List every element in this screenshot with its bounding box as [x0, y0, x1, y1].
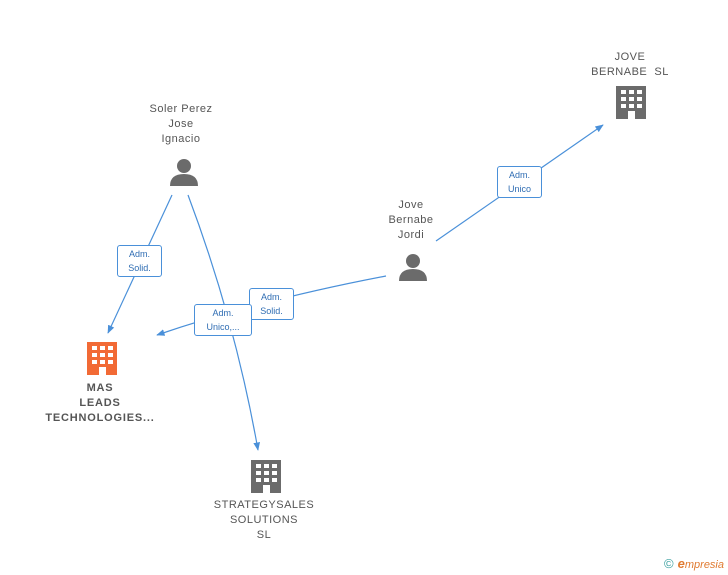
node-name-line: BERNABE SL: [591, 66, 669, 78]
building-icon: [616, 86, 646, 119]
building-icon: [251, 460, 281, 493]
edge-label-line: Adm.: [260, 292, 282, 302]
person-icon: [170, 159, 198, 186]
node-name-line: LEADS: [79, 397, 121, 409]
building-icon-main: [87, 342, 117, 375]
brand-footer: © empresia: [664, 556, 724, 571]
edge-label-line: Adm.: [128, 249, 150, 259]
brand-logo: empresia: [678, 556, 724, 571]
node-label-strategy[interactable]: STRATEGYSALES SOLUTIONS SL: [206, 498, 322, 543]
node-name-line: Jove: [398, 199, 424, 211]
node-name-line: TECHNOLOGIES...: [45, 412, 155, 424]
edge-label-line: Solid.: [260, 306, 283, 316]
edge-label-line: Adm.: [508, 170, 530, 180]
edge-label-soler-strategy[interactable]: Adm. Unico,...: [194, 304, 252, 336]
node-name-line: STRATEGYSALES: [213, 499, 315, 511]
edge-label-line: Adm.: [212, 308, 234, 318]
node-name-line: Jose: [168, 118, 194, 130]
node-name-line: SOLUTIONS: [229, 514, 299, 526]
node-label-soler[interactable]: Soler Perez Jose Ignacio: [131, 102, 231, 147]
node-label-jordi[interactable]: Jove Bernabe Jordi: [363, 198, 459, 243]
node-name-line: Bernabe: [388, 214, 434, 226]
node-name-line: Ignacio: [161, 133, 201, 145]
copyright-icon: ©: [664, 556, 674, 571]
node-name-line: SL: [256, 529, 272, 541]
edge-label-soler-mas[interactable]: Adm. Solid.: [117, 245, 162, 277]
node-name-line: Soler Perez: [149, 103, 213, 115]
edge-label-line: Unico,...: [206, 322, 240, 332]
node-name-line: JOVE: [614, 51, 646, 63]
node-label-mas[interactable]: MAS LEADS TECHNOLOGIES...: [30, 381, 170, 426]
edge-label-jordi-jove-sl[interactable]: Adm. Unico: [497, 166, 542, 198]
person-icon: [399, 254, 427, 281]
edge-label-line: Solid.: [128, 263, 151, 273]
brand-name: mpresia: [684, 559, 724, 571]
edge-label-line: Unico: [507, 184, 531, 194]
node-name-line: Jordi: [397, 229, 425, 241]
edge-label-jordi-mas[interactable]: Adm. Solid.: [249, 288, 294, 320]
brand-initial: e: [677, 556, 685, 571]
node-label-jove-sl[interactable]: JOVE BERNABE SL: [574, 50, 686, 80]
node-name-line: MAS: [86, 382, 114, 394]
